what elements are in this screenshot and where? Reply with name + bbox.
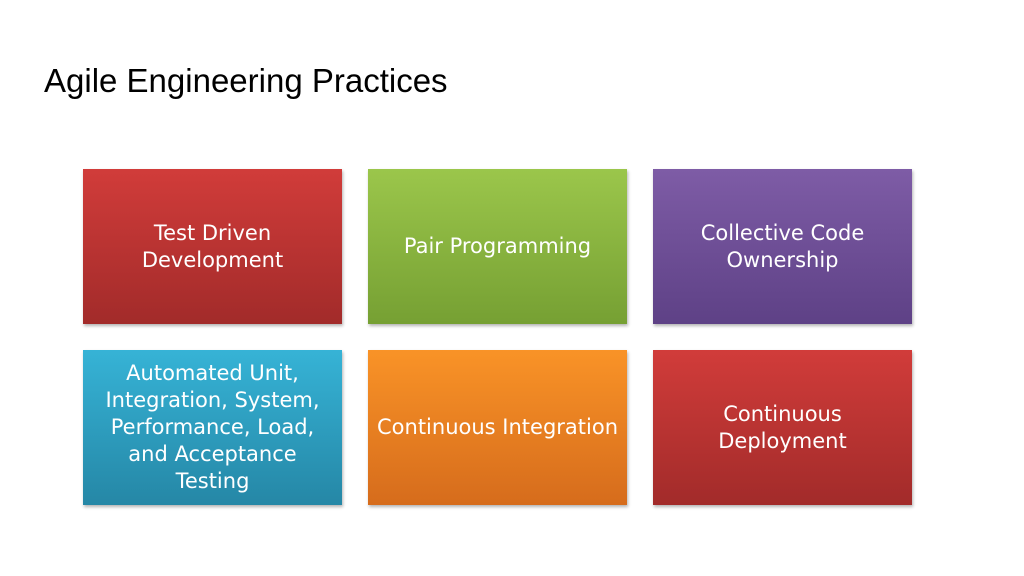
practice-label: Test Driven Development — [141, 220, 284, 272]
practice-box-test-driven-development: Test Driven Development — [83, 169, 342, 324]
practice-label: Continuous Integration — [377, 415, 618, 439]
practice-box-continuous-deployment: Continuous Deployment — [653, 350, 912, 505]
practice-label: Collective Code Ownership — [700, 220, 865, 272]
practice-box-pair-programming: Pair Programming — [368, 169, 627, 324]
practice-label: Continuous Deployment — [718, 401, 847, 453]
practice-box-collective-code-ownership: Collective Code Ownership — [653, 169, 912, 324]
slide-title: Agile Engineering Practices — [44, 62, 448, 99]
practice-label: Automated Unit, Integration, System, Per… — [105, 361, 320, 493]
practice-box-automated-testing: Automated Unit, Integration, System, Per… — [83, 350, 342, 505]
practice-box-continuous-integration: Continuous Integration — [368, 350, 627, 505]
practice-label: Pair Programming — [403, 234, 592, 258]
